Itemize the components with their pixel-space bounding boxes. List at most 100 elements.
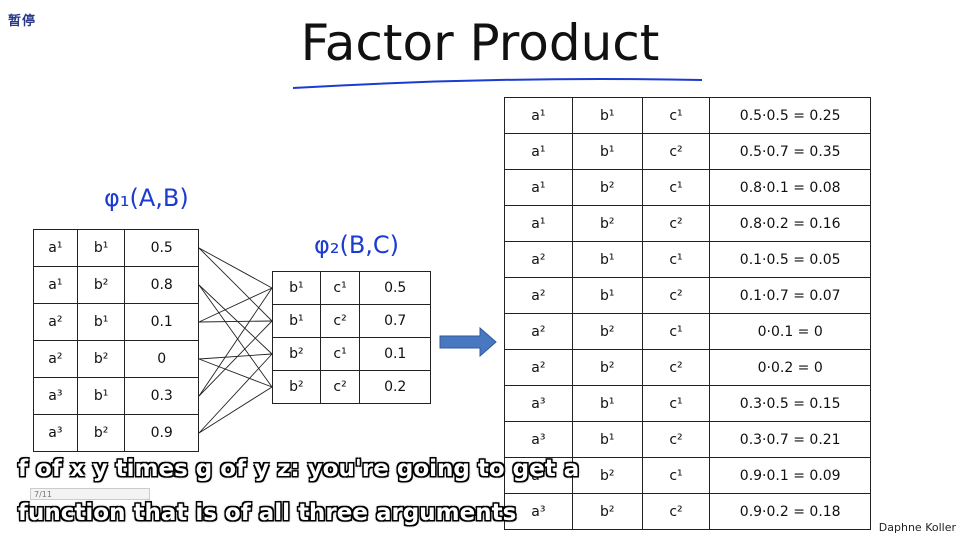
connection-line bbox=[198, 247, 273, 322]
phi1-row-cell: a² bbox=[33, 303, 78, 341]
phi1-row-cell: b¹ bbox=[76, 377, 126, 415]
product-row-cell: a³ bbox=[504, 385, 573, 422]
product-row-cell: a¹ bbox=[504, 133, 573, 170]
product-row-cell: 0.5·0.5 = 0.25 bbox=[709, 97, 871, 134]
product-row-cell: b¹ bbox=[571, 241, 643, 278]
phi1-row-cell: b¹ bbox=[76, 229, 126, 267]
phi1-row-cell: a³ bbox=[33, 414, 78, 452]
phi2-row-cell: c¹ bbox=[319, 271, 361, 305]
phi1-row-cell: a¹ bbox=[33, 229, 78, 267]
phi2-row-cell: b² bbox=[272, 337, 321, 371]
product-row-cell: c¹ bbox=[641, 457, 711, 494]
product-row-cell: b² bbox=[571, 205, 643, 242]
connection-line bbox=[198, 247, 273, 289]
connection-line bbox=[198, 287, 273, 397]
phi1-row-cell: 0.9 bbox=[124, 414, 199, 452]
phi1-row-cell: 0.8 bbox=[124, 266, 199, 304]
product-row-cell: 0.5·0.7 = 0.35 bbox=[709, 133, 871, 170]
product-row-cell: 0.9·0.1 = 0.09 bbox=[709, 457, 871, 494]
product-row-cell: 0.1·0.7 = 0.07 bbox=[709, 277, 871, 314]
product-row-cell: 0.8·0.1 = 0.08 bbox=[709, 169, 871, 206]
product-row-cell: b¹ bbox=[571, 133, 643, 170]
connection-line bbox=[198, 358, 273, 388]
product-row-cell: c¹ bbox=[641, 169, 711, 206]
product-row-cell: 0·0.2 = 0 bbox=[709, 349, 871, 386]
product-row-cell: 0.9·0.2 = 0.18 bbox=[709, 493, 871, 530]
connection-line bbox=[198, 320, 273, 323]
product-row-cell: c² bbox=[641, 205, 711, 242]
phi2-label: φ₂(B,C) bbox=[314, 231, 400, 259]
connection-lines bbox=[198, 247, 273, 434]
product-row-cell: c² bbox=[641, 493, 711, 530]
product-row-cell: b² bbox=[571, 457, 643, 494]
mini-player-bar[interactable]: 7/11 bbox=[30, 488, 150, 500]
phi1-row-cell: a³ bbox=[33, 377, 78, 415]
title-underline bbox=[292, 78, 703, 89]
product-row-cell: a³ bbox=[504, 493, 573, 530]
product-row-cell: c² bbox=[641, 133, 711, 170]
phi1-row-cell: a² bbox=[33, 340, 78, 378]
product-row-cell: 0.3·0.7 = 0.21 bbox=[709, 421, 871, 458]
phi1-row-cell: b² bbox=[76, 266, 126, 304]
product-row-cell: b¹ bbox=[571, 277, 643, 314]
product-row-cell: 0.1·0.5 = 0.05 bbox=[709, 241, 871, 278]
product-row-cell: c¹ bbox=[641, 241, 711, 278]
product-row-cell: c² bbox=[641, 421, 711, 458]
connection-line bbox=[198, 353, 273, 360]
phi2-row-cell: b¹ bbox=[272, 271, 321, 305]
product-row-cell: b² bbox=[571, 349, 643, 386]
product-row-cell: b² bbox=[571, 493, 643, 530]
product-row-cell: 0.8·0.2 = 0.16 bbox=[709, 205, 871, 242]
subtitle-line-1: f of x y times g of y z: you're going to… bbox=[18, 456, 580, 482]
product-row-cell: a² bbox=[504, 277, 573, 314]
product-row-cell: c² bbox=[641, 277, 711, 314]
product-row-cell: b¹ bbox=[571, 97, 643, 134]
product-row-cell: b¹ bbox=[571, 421, 643, 458]
product-row-cell: c² bbox=[641, 349, 711, 386]
connection-line bbox=[198, 287, 273, 323]
connection-line bbox=[198, 386, 273, 434]
product-row-cell: a² bbox=[504, 313, 573, 350]
phi2-row-cell: 0.1 bbox=[359, 337, 431, 371]
product-row-cell: b² bbox=[571, 169, 643, 206]
phi1-row-cell: 0.5 bbox=[124, 229, 199, 267]
phi1-row-cell: 0 bbox=[124, 340, 199, 378]
phi2-row-cell: c² bbox=[319, 370, 361, 404]
phi1-row-cell: a¹ bbox=[33, 266, 78, 304]
credit: Daphne Koller bbox=[878, 521, 956, 534]
phi2-row-cell: c¹ bbox=[319, 337, 361, 371]
product-row-cell: 0·0.1 = 0 bbox=[709, 313, 871, 350]
product-row-cell: b² bbox=[571, 313, 643, 350]
product-row-cell: c¹ bbox=[641, 97, 711, 134]
phi1-label: φ₁(A,B) bbox=[104, 184, 189, 212]
phi1-row-cell: 0.3 bbox=[124, 377, 199, 415]
product-row-cell: a¹ bbox=[504, 97, 573, 134]
product-row-cell: c¹ bbox=[641, 385, 711, 422]
product-row-cell: a² bbox=[504, 241, 573, 278]
product-row-cell: c¹ bbox=[641, 313, 711, 350]
pause-badge[interactable]: 暂停 bbox=[8, 14, 37, 29]
phi2-row-cell: c² bbox=[319, 304, 361, 338]
product-row-cell: a³ bbox=[504, 421, 573, 458]
